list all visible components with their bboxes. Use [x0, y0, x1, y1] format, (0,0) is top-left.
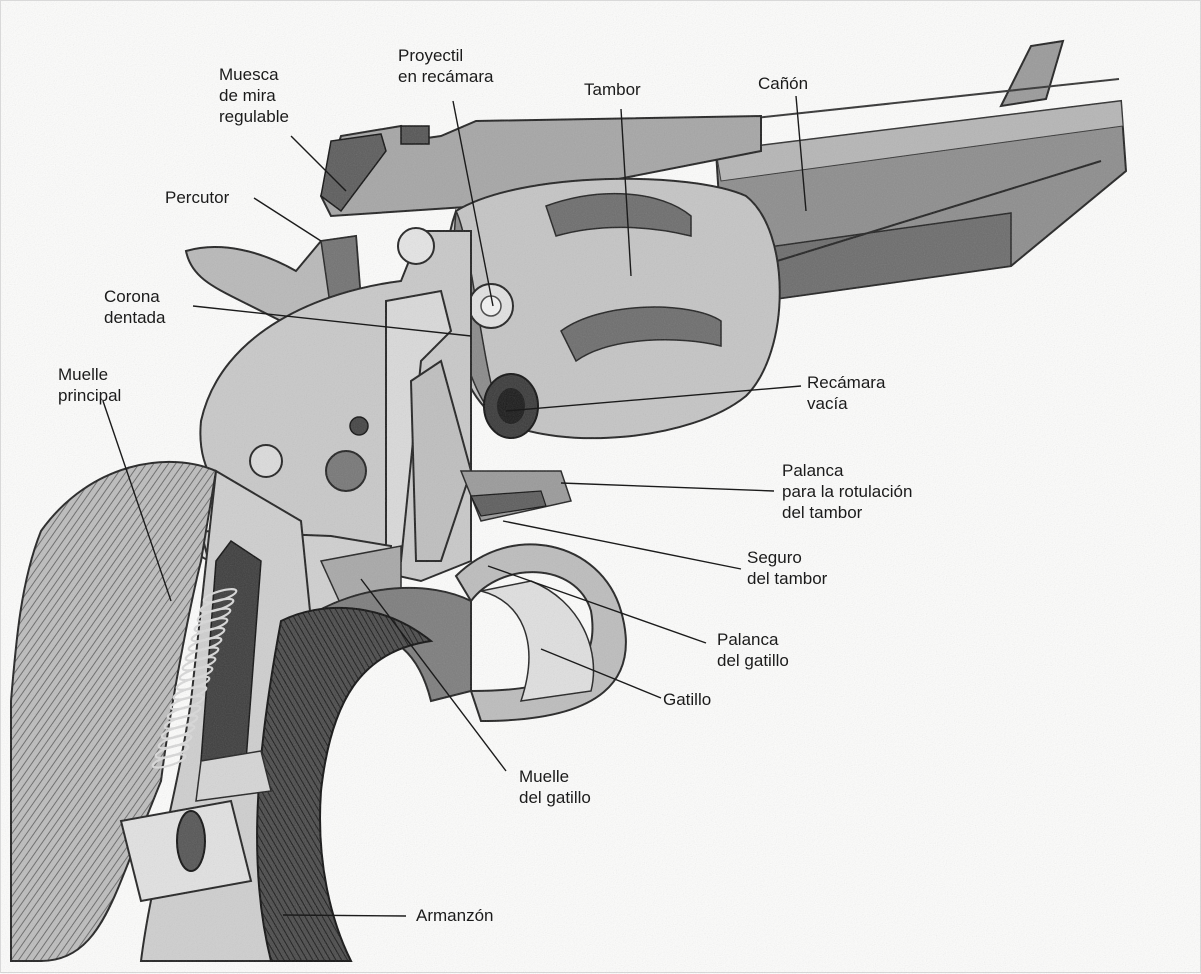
label-muelle-principal: Muelle principal — [58, 364, 121, 406]
label-gatillo: Gatillo — [663, 689, 711, 710]
label-tambor: Tambor — [584, 79, 641, 100]
label-corona-dentada: Corona dentada — [104, 286, 165, 328]
label-muelle-del-gatillo: Muelle del gatillo — [519, 766, 591, 808]
leader-line-armazon — [283, 915, 406, 916]
label-palanca-del-gatillo: Palanca del gatillo — [717, 629, 789, 671]
label-seguro-del-tambor: Seguro del tambor — [747, 547, 827, 589]
label-canon: Cañón — [758, 73, 808, 94]
label-muesca-de-mira: Muesca de mira regulable — [219, 64, 289, 127]
label-recamara-vacia: Recámara vacía — [807, 372, 885, 414]
label-proyectil-en-recamara: Proyectil en recámara — [398, 45, 493, 87]
label-palanca-rotulacion: Palanca para la rotulación del tambor — [782, 460, 912, 523]
label-armazon: Armanzón — [416, 905, 493, 926]
label-percutor: Percutor — [165, 187, 229, 208]
